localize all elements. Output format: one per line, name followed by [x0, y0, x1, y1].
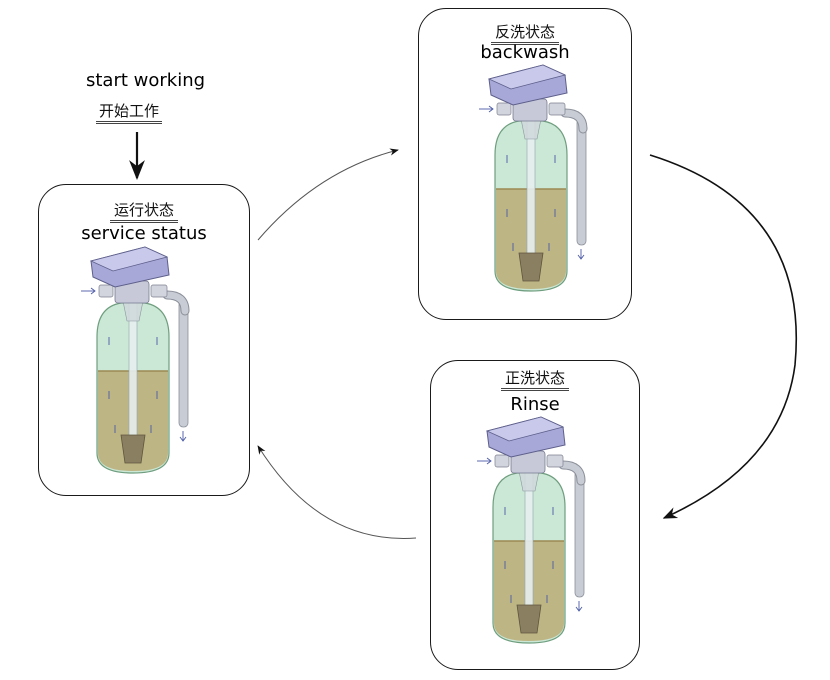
- start-working-label: start working: [86, 70, 206, 91]
- stage-title-cn: 正洗状态: [431, 369, 639, 391]
- flow-arrow-icon: [504, 507, 554, 603]
- stage-title-en: service status: [81, 223, 207, 244]
- outlet-port: [546, 454, 564, 468]
- outlet-port: [150, 284, 168, 298]
- valve-head-top: [89, 246, 169, 272]
- side-pipe: [576, 118, 587, 246]
- riser-tube: [524, 468, 534, 620]
- side-pipe: [178, 300, 189, 428]
- inlet-port: [98, 284, 114, 298]
- stage-title-cn: 运行状态: [39, 201, 249, 223]
- filter-vessel-icon: [479, 64, 588, 292]
- outlet-port: [548, 102, 566, 116]
- start-working-label-cn: 开始工作: [96, 102, 163, 124]
- stage-title-en: backwash: [480, 42, 570, 63]
- backwash-to-rinse-arrow: [649, 154, 797, 519]
- inlet-port: [494, 454, 510, 468]
- stage-card-service: 运行状态 service status: [38, 184, 250, 496]
- riser-tube: [526, 116, 536, 268]
- stage-title-cn: 反洗状态: [419, 23, 631, 45]
- filter-vessel-icon: [81, 246, 190, 474]
- stage-card-rinse: 正洗状态 Rinse: [430, 360, 640, 670]
- side-pipe: [574, 470, 585, 598]
- distributor: [120, 434, 146, 464]
- inlet-port: [496, 102, 512, 116]
- side-pipe-elbow-fill: [561, 109, 587, 133]
- flow-arrow-icon: [108, 337, 158, 433]
- flow-arrow-icon: [506, 155, 556, 251]
- stage-card-backwash: 反洗状态 backwash: [418, 8, 632, 320]
- distributor: [518, 252, 544, 282]
- distributor: [516, 604, 542, 634]
- filter-vessel-icon: [477, 416, 586, 644]
- side-pipe-elbow-fill: [559, 461, 585, 485]
- riser-tube: [128, 298, 138, 450]
- valve-head-top: [487, 64, 567, 90]
- service-to-backwash-arrow: [257, 148, 399, 241]
- stage-title-en: Rinse: [510, 394, 560, 415]
- rinse-to-service-arrow: [257, 445, 417, 539]
- side-pipe-elbow-fill: [163, 291, 189, 315]
- valve-head-top: [485, 416, 565, 442]
